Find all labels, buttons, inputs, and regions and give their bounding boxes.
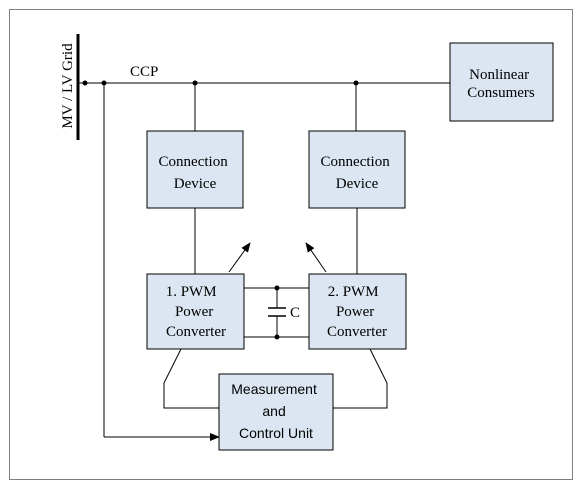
nonlinear-consumers-label: Nonlinear Consumers	[467, 67, 535, 101]
pwm-converter-2-box	[308, 273, 407, 350]
ccp-node	[82, 80, 88, 86]
converter-2-control-link	[333, 348, 388, 409]
nonlinear-consumers-box	[449, 42, 554, 122]
connection-device-1-box	[146, 130, 244, 209]
control-arrow-2	[305, 242, 327, 273]
pwm-converter-1-label: 1. PWM Power Converter	[166, 284, 226, 340]
control-arrow-1	[228, 242, 251, 273]
connection-device-2-box	[308, 130, 406, 209]
measurement-control-unit-box	[218, 373, 334, 451]
connection-device-2-label: Connection Device	[321, 154, 394, 192]
measurement-tap-node	[101, 80, 107, 86]
converter-1-control-link	[163, 348, 219, 409]
capacitor-label: C	[290, 305, 300, 321]
pwm-converter-2-label: 2. PWM Power Converter	[327, 284, 387, 340]
grid-label: MV / LV Grid	[60, 43, 76, 129]
connection-device-1-label: Connection Device	[159, 154, 232, 192]
measurement-control-unit-label: Measurement and Control Unit	[231, 381, 320, 441]
ccp-label: CCP	[130, 64, 158, 80]
pwm-converter-1-box	[146, 273, 245, 350]
